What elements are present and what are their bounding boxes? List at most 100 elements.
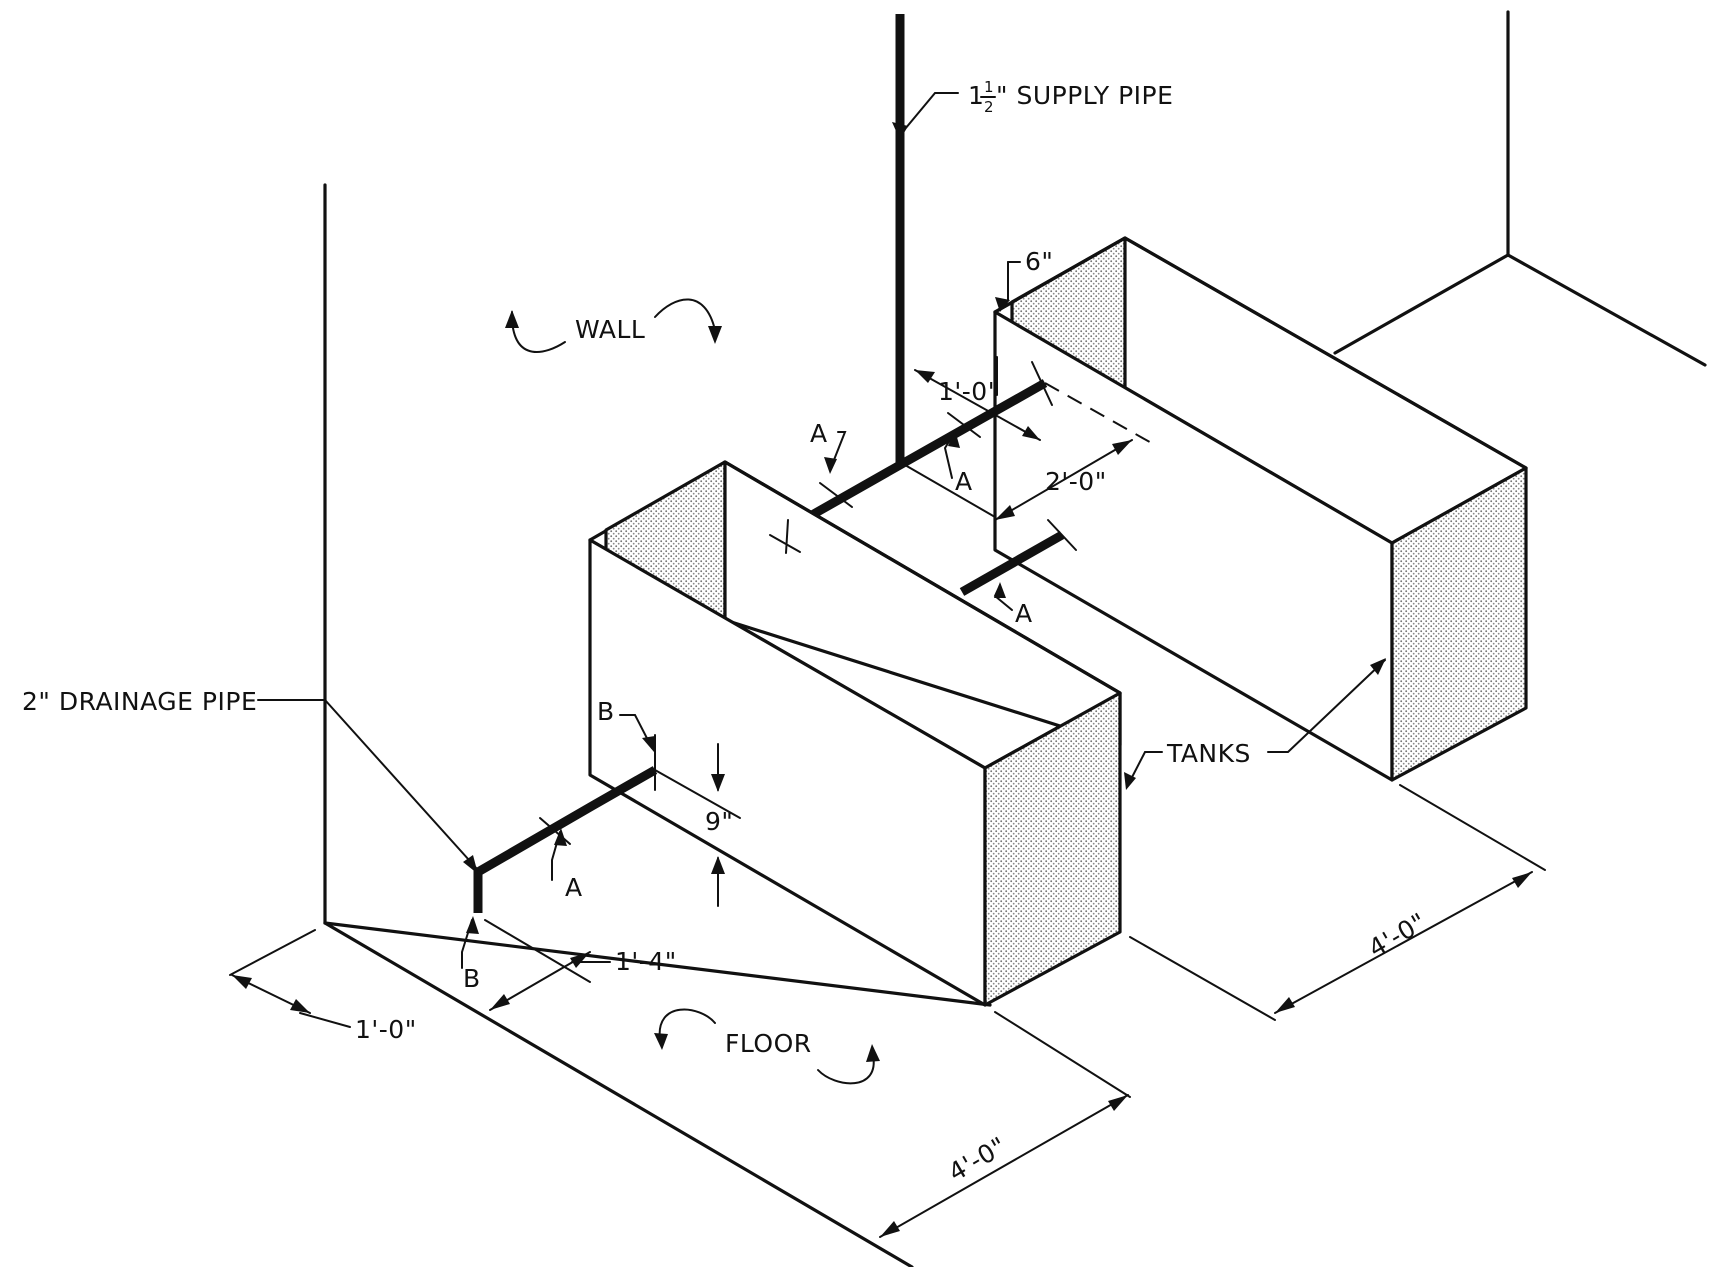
dim-6in-label: 6" (1025, 247, 1053, 276)
section-a2-leader (943, 431, 956, 479)
dim-1ft-side-label: 1'-0" (355, 1015, 417, 1044)
rear-tank-back-edge (1123, 236, 1528, 470)
arrowhead-1ft4-a (490, 994, 510, 1010)
arrowheads (232, 122, 1532, 1237)
arrowhead-floor-left (654, 1033, 668, 1050)
dim-9in-ext (654, 769, 741, 819)
dim-tank-gap-line (994, 439, 1133, 521)
arrowhead-1ft-side-a (232, 975, 252, 989)
front-tank-end-face (983, 691, 1122, 1007)
floor-left-edge-line (323, 921, 914, 1267)
arrowhead-front-4ft-b (1108, 1095, 1128, 1111)
floor-wall-edge-line (323, 921, 992, 1007)
dim-tank-gap-dashed (1044, 382, 1156, 446)
front-tank (588, 460, 1122, 1007)
supply-pipe-tick-4 (1047, 519, 1077, 551)
arrowhead-a3 (994, 582, 1006, 598)
supply-pipe-fraction-top: 1 (984, 78, 994, 96)
room-outline (323, 10, 1707, 1267)
supply-pipe-label: " SUPPLY PIPE (996, 81, 1173, 110)
arrowhead-supply-offset-a (915, 370, 935, 383)
arrowhead-6in (995, 297, 1010, 312)
supply-leader (899, 92, 959, 136)
arrowhead-floor-right (866, 1044, 880, 1062)
right-wall-floor-edge-a (1506, 253, 1707, 367)
section-a1-leader (829, 431, 847, 471)
drainage-pipe-label: 2" DRAINAGE PIPE (22, 687, 257, 716)
dim-front-4ft-label: 4'-0" (944, 1131, 1012, 1187)
wall-label: WALL (575, 315, 645, 344)
supply-pipe-tick-2 (947, 412, 981, 438)
dim-tank-gap-ext (904, 464, 996, 518)
floor-label: FLOOR (725, 1029, 812, 1058)
section-a4-label: A (565, 873, 583, 902)
arrowhead-b2 (466, 916, 479, 934)
rear-tank (993, 236, 1528, 782)
drainage-leader (257, 699, 479, 871)
drainage-pipe-tick-1 (539, 817, 571, 845)
supply-pipe-whole: 1 (968, 81, 984, 110)
arrowhead-b1 (642, 736, 655, 752)
arrowhead-9in-top (711, 774, 725, 792)
dim-supply-offset-label: 1'-0" (938, 377, 1000, 406)
arrowhead-supply-offset-b (1022, 426, 1040, 440)
supply-pipe-fraction-bottom: 2 (984, 98, 994, 116)
section-b1-label: B (597, 697, 615, 726)
section-b2-label: B (463, 964, 481, 993)
arrowhead-wall-left (505, 310, 519, 328)
floor-arrow-right (817, 1047, 875, 1085)
arrowhead-9in-bottom (711, 856, 725, 874)
dim-rear-4ft-label: 4'-0" (1364, 907, 1432, 963)
arrowhead-tanks-rear (1370, 658, 1386, 675)
section-b1-leader (619, 714, 653, 749)
arrowhead-wall-right (708, 326, 722, 344)
right-wall-floor-edge-b (1333, 253, 1510, 355)
dim-rear-4ft-line (1274, 871, 1533, 1014)
supply-pipe-lower-branch (959, 531, 1065, 596)
rear-tank-end-face (1390, 466, 1528, 782)
drainage-pipe-run (473, 766, 658, 913)
arrowhead-tanks-front (1124, 772, 1136, 790)
supply-pipe-tick-3 (1031, 361, 1053, 406)
section-a2-label: A (955, 467, 973, 496)
arrowhead-a1 (824, 457, 837, 474)
arrowhead-drainage (463, 855, 478, 874)
tanks-label: TANKS (1166, 739, 1251, 768)
dim-supply-offset-line (914, 369, 1041, 441)
arrowhead-supply (892, 122, 908, 140)
supply-pipe-tick-1 (819, 482, 853, 508)
section-a1-label: A (810, 419, 828, 448)
dim-tank-gap-label: 2'-0" (1045, 467, 1107, 496)
wall-arrow-right (654, 298, 716, 341)
tanks-leader-front (1127, 751, 1163, 786)
dim-1ft4-label: 1'-4" (615, 947, 677, 976)
front-tank-center-mark-b (785, 519, 789, 554)
arrowhead-front-4ft-a (880, 1221, 900, 1237)
dim-1ft-side-ext (229, 929, 316, 976)
arrowhead-1ft-side-b (290, 999, 310, 1013)
section-a3-label: A (1015, 599, 1033, 628)
supply-pipe-system (809, 14, 1077, 596)
rear-tank-top-edge (993, 236, 1127, 314)
front-tank-center-mark-a (769, 534, 801, 553)
tanks-leader-rear (1267, 659, 1386, 753)
dim-1ft-side-leader (299, 1012, 351, 1028)
dim-9in-label: 9" (705, 807, 733, 836)
arrowhead-a4 (554, 828, 567, 846)
dim-1ft4-ext (484, 919, 591, 983)
arrowhead-rear-4ft-a (1275, 997, 1295, 1013)
drainage-pipe-system (473, 734, 658, 913)
wall-arrow-left (511, 311, 566, 353)
dim-front-4ft-ext (994, 1011, 1131, 1098)
front-tank-top-back-edge (723, 460, 1122, 695)
dim-rear-4ft-ext2 (1399, 784, 1546, 871)
arrowhead-rear-4ft-b (1512, 872, 1532, 888)
dim-front-4ft-line (879, 1094, 1129, 1238)
floor-arrow-left (658, 1008, 716, 1048)
arrowhead-tank-gap-a (995, 505, 1015, 520)
arrowhead-tank-gap-b (1112, 440, 1132, 455)
arrowhead-1ft4-b (570, 952, 590, 968)
arrowhead-a2 (948, 430, 960, 448)
dim-rear-4ft-ext (1129, 936, 1276, 1021)
